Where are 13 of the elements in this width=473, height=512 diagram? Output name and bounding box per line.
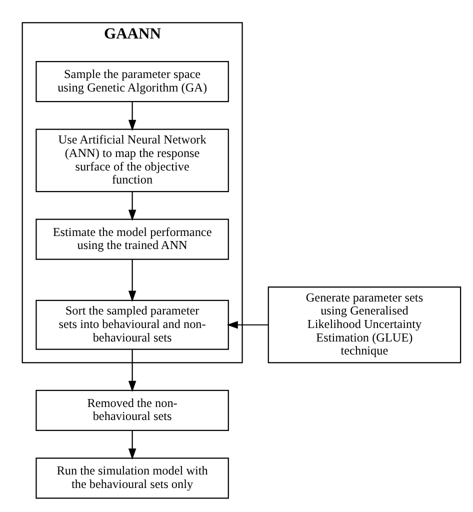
- node-box: Sort the sampled parameter sets into behavioural and non-behavioural sets: [35, 300, 228, 350]
- arrow: [128, 350, 136, 392]
- arrow: [128, 430, 136, 460]
- node-box: Generate parameter sets using Generalised Likelihood Uncertainty Estimation (GLUE) technique: [267, 286, 461, 364]
- node-box: Removed the non-behavioural sets: [35, 390, 228, 431]
- node-box: Sample the parameter space using Genetic Algorithm (GA): [35, 61, 228, 102]
- arrow: [226, 320, 268, 329]
- node-box: Run the simulation model with the behavioural sets only: [35, 458, 228, 499]
- arrow: [128, 102, 136, 131]
- arrow: [128, 192, 136, 221]
- node-box: Use Artificial Neural Network (ANN) to map the response surface of the objective function: [35, 128, 228, 192]
- arrow: [128, 259, 136, 302]
- node-box: Estimate the model performance using the trained ANN: [35, 218, 228, 260]
